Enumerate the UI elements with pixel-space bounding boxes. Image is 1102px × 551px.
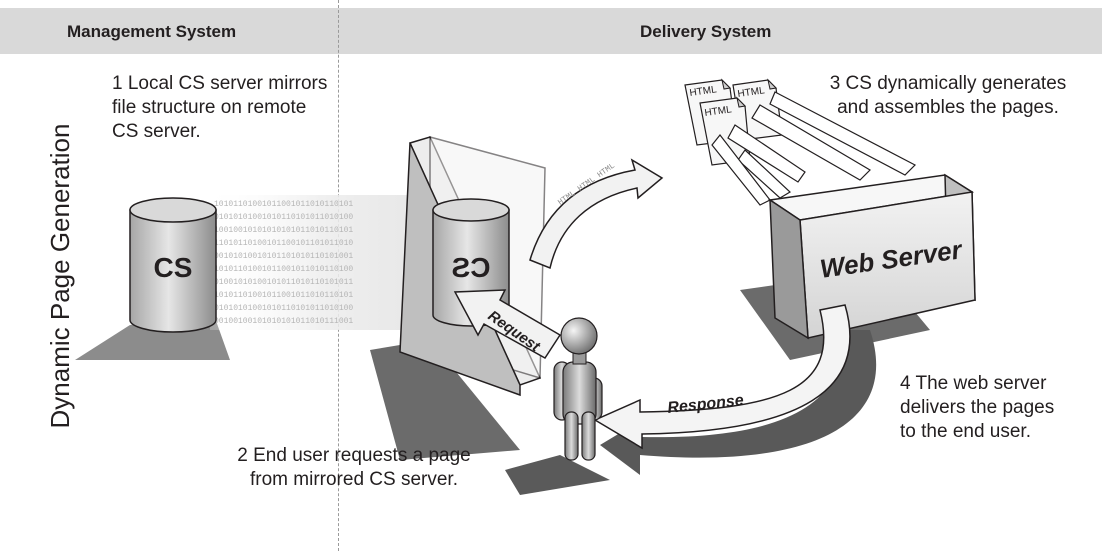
- binary-row: 10101101001011001011010110101: [214, 200, 353, 209]
- management-system-label: Management System: [67, 22, 237, 41]
- html-doc-label-3: HTML: [704, 104, 733, 119]
- user-shadow: [505, 455, 610, 495]
- html-doc-label-2: HTML: [737, 85, 766, 100]
- binary-row: 10101101001011001011010110100: [214, 265, 353, 274]
- step-2-caption: 2 End user requests a page from mirrored…: [237, 445, 471, 490]
- binary-stream: [210, 195, 435, 330]
- html-doc-label-1: HTML: [689, 84, 718, 99]
- request-arrow: [453, 289, 562, 359]
- step-1-caption: 1 Local CS server mirrors file structure…: [112, 73, 328, 142]
- binary-rows: 10101101001011001011010110101 01010101001…: [214, 200, 353, 326]
- mirrored-server-label: CS: [452, 252, 491, 283]
- step-3-caption: 3 CS dynamically generates and assembles…: [829, 73, 1067, 118]
- binary-row: 01010101001010110101011010100: [214, 213, 353, 222]
- binary-row: 10101101001011001011010110101: [214, 291, 353, 300]
- end-user-figure: [553, 317, 603, 461]
- binary-row: 00101010010101101010110101001: [214, 252, 353, 261]
- web-server-box: [767, 173, 976, 340]
- local-server-label: CS: [154, 252, 193, 283]
- header-bar: Management System Delivery System: [0, 8, 1102, 54]
- mirror-shadow: [370, 340, 520, 460]
- response-shadow: [600, 330, 877, 475]
- binary-row: 01001010100101011010110101011: [214, 278, 353, 287]
- step-4-caption: 4 The web server delivers the pages to t…: [900, 373, 1055, 442]
- delivery-system-label: Delivery System: [640, 22, 772, 41]
- assembly-streaks: [711, 91, 917, 206]
- html-stream-arrow: HTML HTML HTML: [529, 158, 664, 270]
- binary-row: 00100100101010101011010111001: [214, 317, 353, 326]
- response-arrow: [593, 304, 851, 450]
- binary-row: 01010101001010110101011010100: [214, 304, 353, 313]
- local-cs-server: [129, 197, 217, 333]
- binary-row: 10010010101010101011010110101: [214, 226, 353, 235]
- binary-row: 11010110100101100101101011010: [214, 239, 353, 248]
